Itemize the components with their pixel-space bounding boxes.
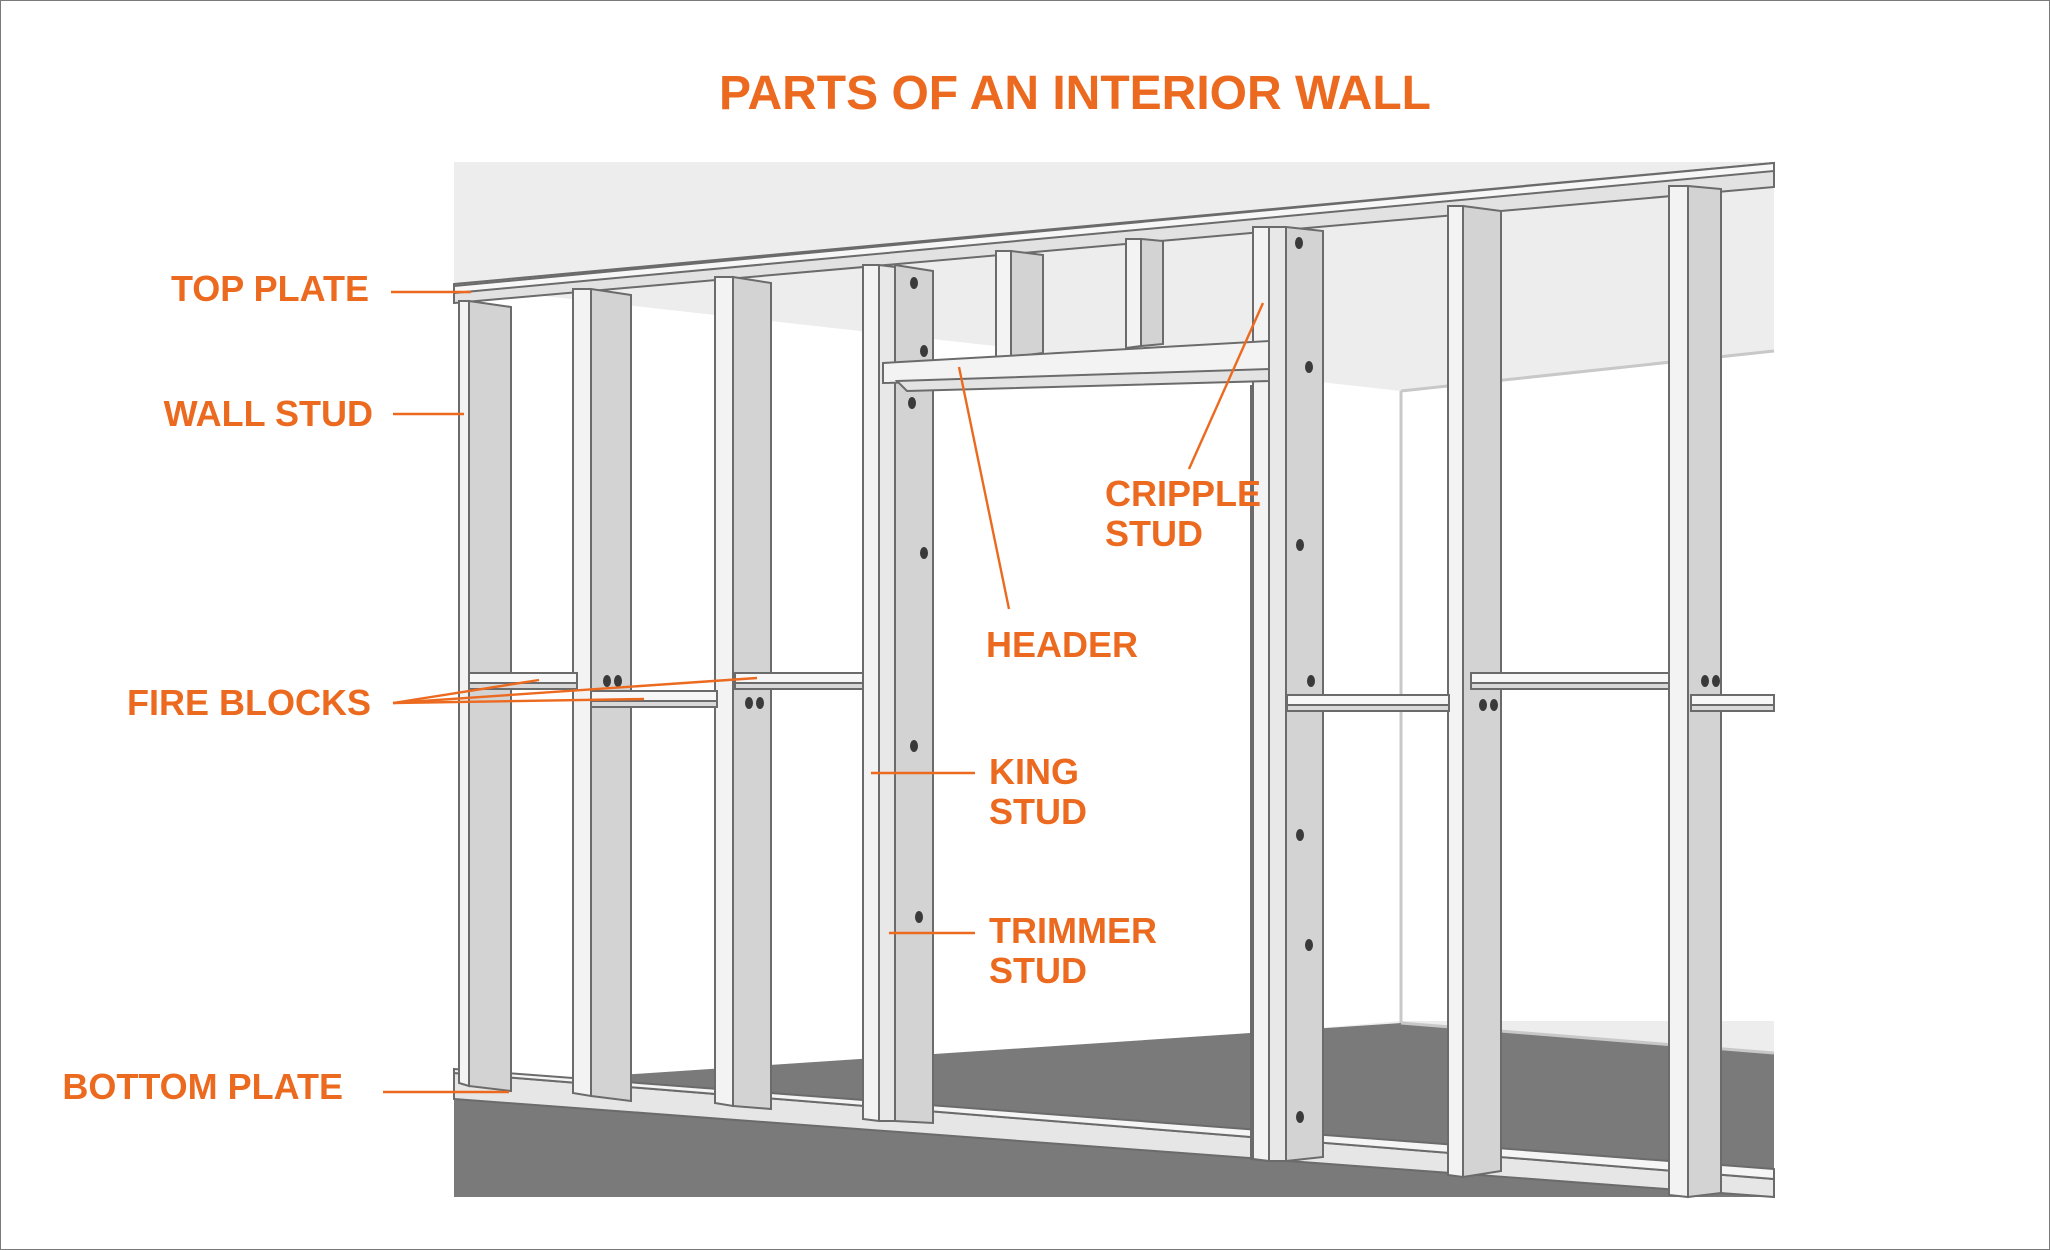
label-fire-blocks: FIRE BLOCKS bbox=[127, 682, 371, 723]
stud-cripple-2 bbox=[1125, 237, 1164, 350]
label-bottom-plate: BOTTOM PLATE bbox=[62, 1066, 343, 1107]
leader-fire-block-3 bbox=[392, 676, 758, 705]
leader-header bbox=[957, 366, 1011, 610]
back-wall bbox=[454, 286, 1774, 1101]
fire-block-4 bbox=[1286, 694, 1450, 712]
bottom-plate bbox=[453, 1067, 1775, 1199]
diagram-title: PARTS OF AN INTERIOR WALL bbox=[719, 67, 1431, 120]
stud-wall-stud-5 bbox=[1668, 184, 1722, 1199]
label-wall-stud: WALL STUD bbox=[164, 393, 373, 434]
leader-fire-block-1 bbox=[392, 678, 540, 705]
fire-block-5 bbox=[1470, 672, 1670, 690]
stud-cripple-1 bbox=[995, 249, 1044, 361]
fire-block-3 bbox=[734, 672, 864, 690]
leader-fire-block-2 bbox=[392, 697, 645, 705]
label-cripple-stud-line1: CRIPPLE bbox=[1105, 473, 1261, 514]
label-king-stud-line1: KING bbox=[989, 751, 1079, 792]
top-plate bbox=[453, 161, 1775, 305]
header-beam bbox=[882, 339, 1270, 393]
label-header: HEADER bbox=[986, 624, 1138, 665]
leader-lines bbox=[383, 290, 1265, 1094]
stud-trimmer-left bbox=[894, 263, 934, 1125]
leader-cripple-stud bbox=[1187, 302, 1265, 470]
stud-wall-stud-4 bbox=[1447, 204, 1502, 1179]
label-cripple-stud-line2: STUD bbox=[1105, 513, 1203, 554]
stud-wall-stud-3 bbox=[714, 275, 772, 1111]
fire-blocks bbox=[468, 672, 1775, 712]
fire-block-6 bbox=[1690, 694, 1775, 712]
label-trimmer-stud-line2: STUD bbox=[989, 950, 1087, 991]
label-top-plate: TOP PLATE bbox=[171, 268, 369, 309]
fire-block-1 bbox=[468, 672, 578, 690]
labels: TOP PLATE WALL STUD FIRE BLOCKS BOTTOM P… bbox=[62, 268, 1261, 1107]
label-trimmer-stud-line1: TRIMMER bbox=[989, 910, 1157, 951]
screw-holes bbox=[603, 237, 1720, 1123]
label-king-stud-line2: STUD bbox=[989, 791, 1087, 832]
fire-block-2 bbox=[590, 690, 718, 708]
stud-king-left bbox=[862, 263, 896, 1123]
